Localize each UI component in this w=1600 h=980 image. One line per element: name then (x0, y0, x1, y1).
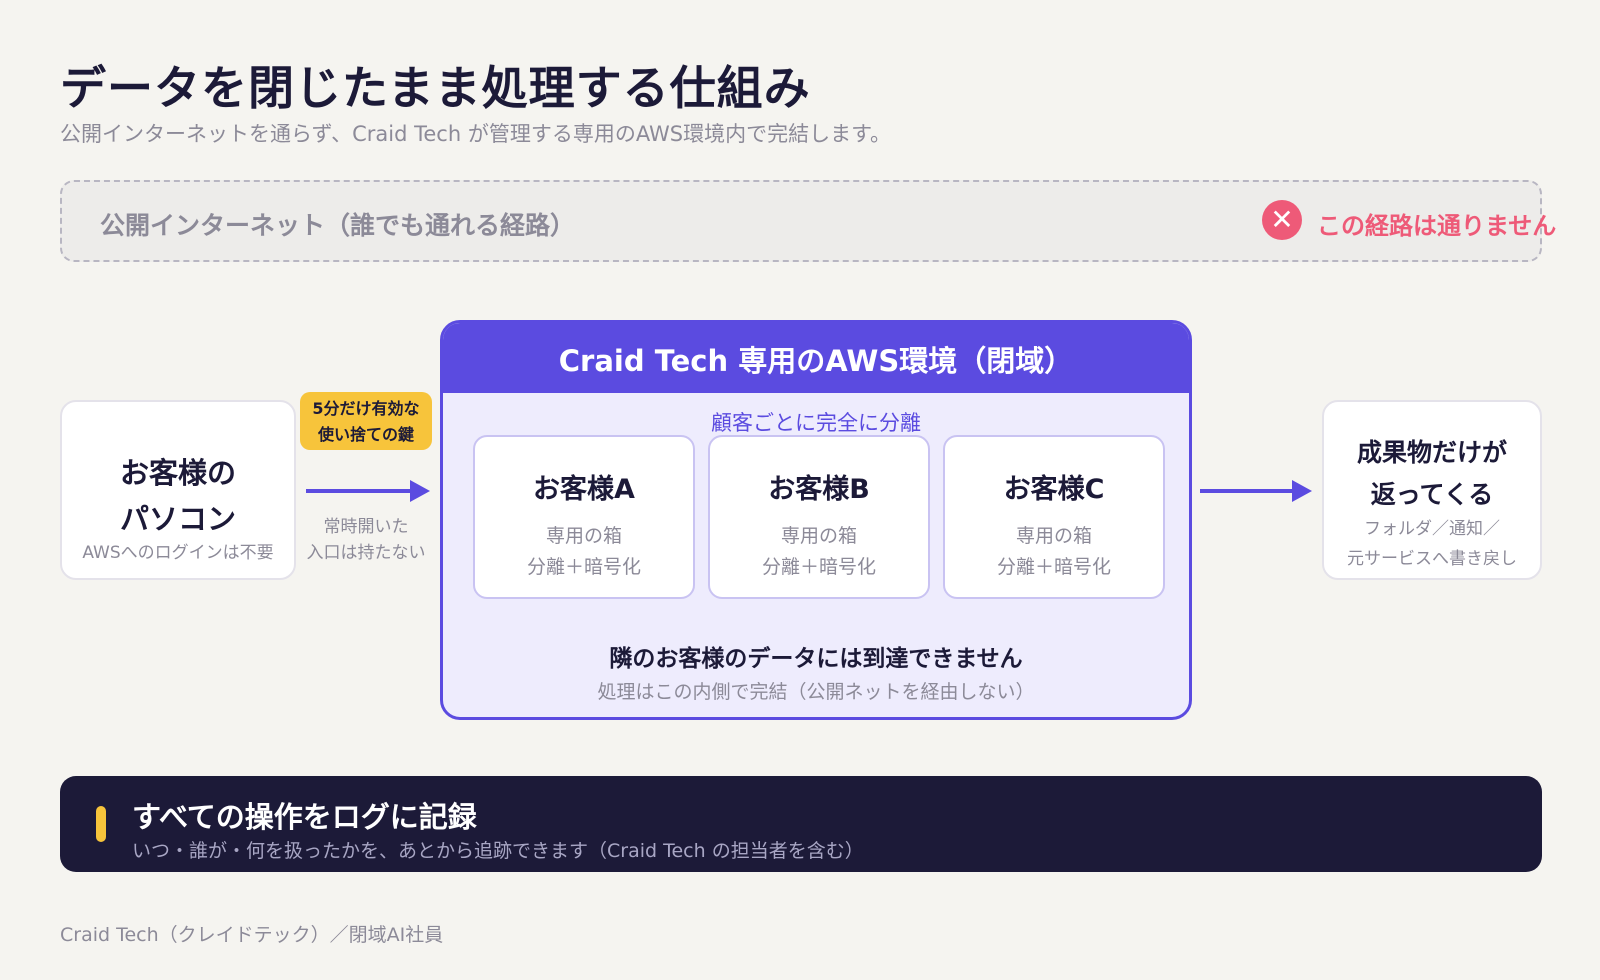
output-note-line1: フォルダ／通知／ (1364, 519, 1500, 539)
customer-box-security: 分離＋暗号化 (526, 556, 641, 578)
footer-brand: Craid Tech（クレイドテック）／閉域AI社員 (60, 924, 444, 946)
public-internet-label: 公開インターネット（誰でも通れる経路） (100, 211, 576, 240)
page-title: データを閉じたまま処理する仕組み (60, 61, 811, 115)
public-internet-route: 公開インターネット（誰でも通れる経路） ✕ この経路は通りません (60, 180, 1556, 262)
no-open-entry-line2: 入口は持たない (306, 543, 426, 563)
client-pc-card: お客様の パソコン AWSへのログインは不要 (60, 400, 296, 580)
customer-box-desc: 専用の箱 (1015, 525, 1092, 547)
no-open-entry-line1: 常時開いた (323, 517, 409, 537)
log-title: すべての操作をログに記録 (132, 800, 477, 834)
key-badge-line1: 5分だけ有効な (312, 399, 420, 418)
output-note-line2: 元サービスへ書き戻し (1347, 549, 1517, 569)
output-note: フォルダ／通知／ 元サービスへ書き戻し (1324, 514, 1540, 574)
client-pc-title: お客様の パソコン (62, 450, 294, 542)
output-title-line2: 返ってくる (1370, 480, 1494, 509)
customer-name: お客様B (768, 474, 870, 505)
log-accent-bar (96, 806, 106, 842)
aws-closed-environment: Craid Tech 専用のAWS環境（閉域） 顧客ごとに完全に分離 お客様A … (440, 320, 1192, 720)
output-title: 成果物だけが 返ってくる (1324, 432, 1540, 516)
no-open-entry-note: 常時開いた 入口は持たない (298, 514, 434, 566)
customer-box-desc: 専用の箱 (545, 525, 622, 547)
processing-note: 処理はこの内側で完結（公開ネットを経由しない） (597, 681, 1035, 703)
customer-box-b: お客様B 専用の箱 分離＋暗号化 (708, 435, 930, 599)
isolation-note: 隣のお客様のデータには到達できません (609, 646, 1023, 672)
separation-label: 顧客ごとに完全に分離 (711, 411, 921, 435)
aws-environment-title: Craid Tech 専用のAWS環境（閉域） (443, 323, 1189, 393)
arrow-right-icon (306, 480, 430, 502)
client-pc-title-line1: お客様の (119, 456, 236, 490)
customer-name: お客様A (533, 474, 635, 505)
customer-name: お客様C (1003, 474, 1105, 505)
audit-log-banner: すべての操作をログに記録 いつ・誰が・何を扱ったかを、あとから追跡できます（Cr… (60, 776, 1542, 872)
page-subtitle: 公開インターネットを通らず、Craid Tech が管理する専用のAWS環境内で… (60, 122, 892, 146)
customer-box-desc: 専用の箱 (780, 525, 857, 547)
one-time-key-badge: 5分だけ有効な 使い捨ての鍵 (300, 392, 432, 450)
output-title-line1: 成果物だけが (1356, 438, 1507, 467)
client-pc-note: AWSへのログインは不要 (82, 543, 274, 563)
log-description: いつ・誰が・何を扱ったかを、あとから追跡できます（Craid Tech の担当者… (132, 840, 864, 862)
client-pc-title-line2: パソコン (119, 502, 236, 536)
blocked-route-text: この経路は通りません (1317, 212, 1557, 240)
close-icon: ✕ (1262, 200, 1302, 240)
key-badge-line2: 使い捨ての鍵 (317, 425, 414, 444)
customer-box-security: 分離＋暗号化 (996, 556, 1111, 578)
output-card: 成果物だけが 返ってくる フォルダ／通知／ 元サービスへ書き戻し (1322, 400, 1542, 580)
customer-box-c: お客様C 専用の箱 分離＋暗号化 (943, 435, 1165, 599)
customer-box-a: お客様A 専用の箱 分離＋暗号化 (473, 435, 695, 599)
customer-box-security: 分離＋暗号化 (761, 556, 876, 578)
arrow-right-icon (1200, 480, 1312, 502)
